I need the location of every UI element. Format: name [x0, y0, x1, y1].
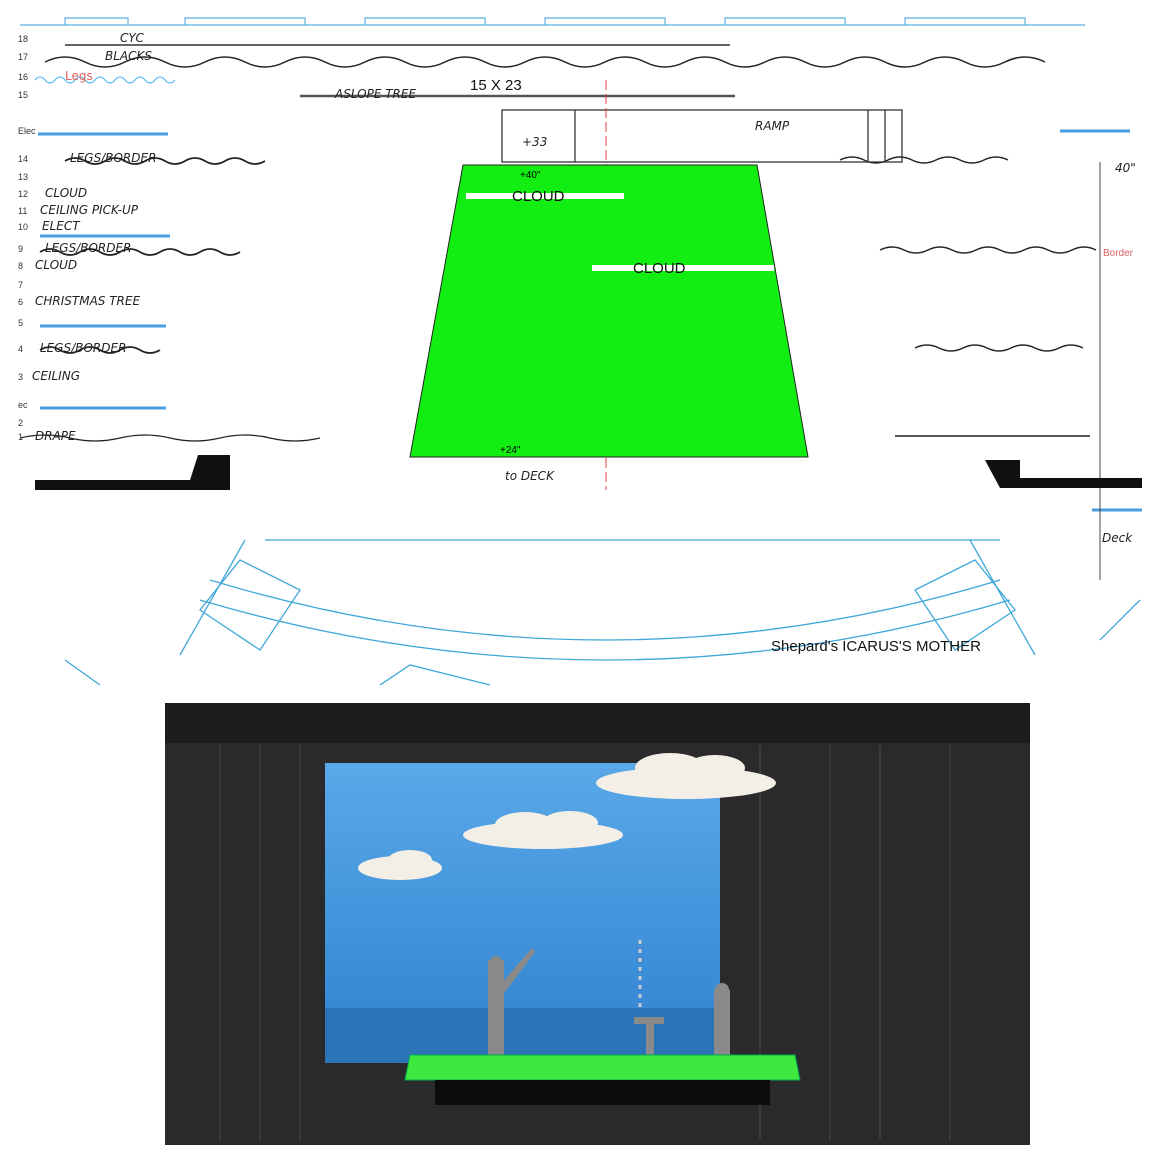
line-set-number: Elec [18, 126, 36, 136]
line-set-label: CEILING [32, 369, 80, 383]
line-set-label: Legs [65, 69, 93, 83]
set-rendering [165, 703, 1030, 1145]
line-set-number: 11 [18, 206, 27, 216]
line-set-number: 14 [18, 154, 28, 164]
platform-shape [409, 164, 809, 458]
line-set-number: 2 [18, 418, 23, 428]
cloud-label: CLOUD [512, 188, 565, 205]
line-set-label: CEILING PICK-UP [40, 203, 139, 217]
line-set-number: 5 [18, 318, 23, 328]
line-set-number: 4 [18, 344, 23, 354]
line-set-label: BLACKS [105, 49, 152, 63]
line-set-label: ASLOPE TREE [334, 87, 416, 101]
line-set-label: CYC [120, 31, 144, 45]
line-set-number: 18 [18, 34, 28, 44]
line-set-label: DRAPE [35, 429, 76, 443]
figures [488, 948, 730, 1060]
line-set-number: 15 [18, 90, 28, 100]
ramp-label: RAMP [755, 119, 790, 133]
cloud-pieces [358, 753, 776, 880]
line-set-number: 7 [18, 280, 23, 290]
line-set-label: LEGS/BORDER [40, 341, 126, 355]
cloud-label: CLOUD [633, 260, 686, 277]
line-set-label: CLOUD [45, 186, 87, 200]
platform-bottom-height: +24" [500, 445, 521, 456]
dimension-label: 15 X 23 [470, 77, 522, 94]
line-set-number: 12 [18, 189, 28, 199]
line-set-number: 3 [18, 372, 23, 382]
ground-plan [19, 17, 1142, 686]
line-set-number: 1 [18, 432, 23, 442]
line-set-label: LEGS/BORDER [70, 151, 156, 165]
right-deck-label: Deck [1102, 531, 1133, 545]
line-set-number: 10 [18, 222, 28, 232]
line-set-label: LEGS/BORDER [45, 241, 131, 255]
ramp-height: +33 [522, 135, 547, 149]
line-set-number: 8 [18, 261, 23, 271]
platform-top-height: +40" [520, 170, 541, 181]
right-border-label: Border [1103, 248, 1134, 259]
line-set-label: CLOUD [35, 258, 77, 272]
line-set-number: ec [18, 400, 28, 410]
production-title: Shepard's ICARUS'S MOTHER [771, 638, 981, 655]
line-set-label: ELECT [42, 219, 81, 233]
to-deck-label: to DECK [505, 469, 555, 483]
line-set-number: 6 [18, 297, 23, 307]
line-set-number: 17 [18, 52, 28, 62]
line-set-number: 16 [18, 72, 28, 82]
line-set-label: CHRISTMAS TREE [35, 294, 140, 308]
line-set-number: 9 [18, 244, 23, 254]
rendered-platform [404, 1054, 801, 1081]
line-set-number: 13 [18, 172, 28, 182]
right-dimension: 40" [1115, 161, 1136, 175]
